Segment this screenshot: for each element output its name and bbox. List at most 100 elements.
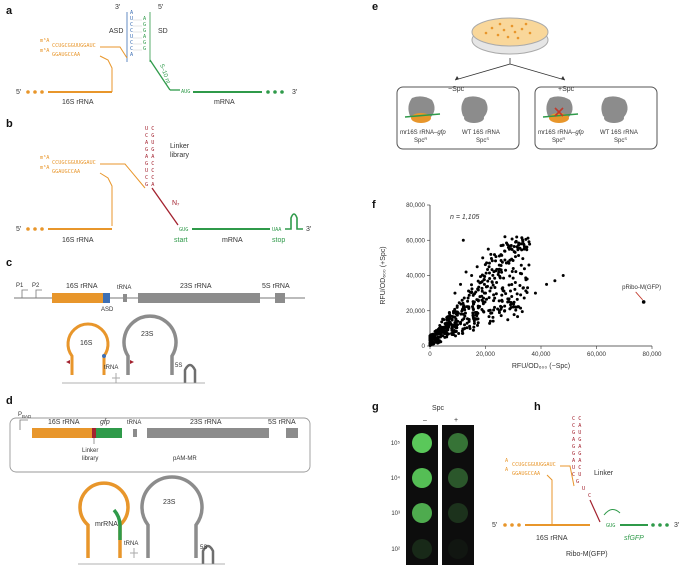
scatter-point	[488, 289, 492, 293]
scatter-point	[475, 314, 479, 318]
svg-text:A G: A G	[572, 437, 581, 443]
label-trna-c: tRNA	[117, 285, 131, 291]
scatter-point	[522, 296, 526, 300]
svg-text:A U: A U	[145, 140, 154, 146]
right-cell2-a: WT 16S rRNA	[600, 130, 638, 136]
scatter-point	[491, 315, 495, 319]
scatter-point	[487, 296, 491, 300]
scatter-point	[473, 311, 477, 315]
panel-h-label: h	[534, 401, 541, 413]
scatter-point	[482, 278, 486, 282]
scatter-point	[448, 320, 452, 324]
loop-16s	[66, 322, 110, 375]
scatter-point	[468, 324, 472, 328]
scatter-point	[508, 274, 512, 278]
plasmid-name: pAM-MR	[173, 456, 197, 462]
aug-codon: AUG	[181, 89, 190, 95]
scatter-point	[514, 270, 518, 274]
x-tick-label: 80,000	[643, 351, 662, 358]
linker-label-h: Linker	[594, 470, 614, 477]
scatter-point	[486, 247, 490, 251]
scatter-point	[461, 301, 465, 305]
panel-e: e −Spc +Spc mr16S rRNA–gfp SpcR WT 16S r…	[372, 1, 658, 150]
gene-trna-d	[133, 429, 137, 437]
scatter-point	[525, 277, 529, 281]
scatter-point	[506, 260, 510, 264]
scatter-point	[487, 261, 491, 265]
scatter-point	[452, 311, 456, 315]
scatter-point	[499, 268, 503, 272]
left-cell2-c: SpcS	[476, 136, 489, 144]
scatter-point	[445, 316, 449, 320]
scatter-point	[457, 332, 461, 336]
panel-b-label: b	[6, 118, 13, 130]
panel-c: c P1 P2 16S rRNA tRNA 23S rRNA 5S rRNA A…	[6, 257, 305, 384]
scatter-point	[459, 282, 463, 286]
spot-minus	[412, 468, 432, 488]
spc-minus: –	[423, 417, 427, 424]
scatter-point	[476, 298, 480, 302]
svg-text:A: A	[143, 34, 147, 40]
scatter-point	[527, 240, 531, 244]
loop-5s	[183, 363, 197, 383]
svg-text:U C: U C	[145, 168, 154, 174]
prime3-h: 3′	[674, 522, 680, 529]
scatter-point	[509, 247, 513, 251]
scatter-point	[520, 272, 524, 276]
scatter-point	[492, 299, 496, 303]
hairpin-bottom-b: GGAUGCCAA	[52, 169, 81, 175]
scatter-point	[500, 293, 504, 297]
scatter-point	[503, 249, 507, 253]
scatter-point	[522, 267, 526, 271]
scatter-point	[442, 318, 446, 322]
scatter-point	[494, 292, 498, 296]
rrna-5prime-a: 5′	[16, 89, 22, 96]
svg-text:G A: G A	[145, 182, 155, 188]
scatter-point	[463, 308, 467, 312]
left-cell1-c: SpcR	[414, 136, 427, 144]
label-16s-d: 16S rRNA	[48, 419, 80, 426]
scatter-point	[470, 287, 474, 291]
svg-text:G U: G U	[572, 430, 581, 436]
panel-h: h C CC A G UA G G AG G A AU C C UG UC Li…	[492, 401, 680, 558]
sd-sequence: AGG AGG	[143, 16, 147, 52]
scatter-point	[519, 263, 523, 267]
linker-sequence: U CC G A UG G A AG C U CC C G A	[145, 126, 155, 188]
scatter-point	[448, 313, 452, 317]
mrna-label-b: mRNA	[222, 237, 243, 244]
scatter-point	[502, 289, 506, 293]
scatter-point	[467, 319, 471, 323]
scatter-point	[510, 269, 514, 273]
n7-label: N₇	[172, 200, 180, 207]
scatter-point	[439, 333, 443, 337]
left-cell2-a: WT 16S rRNA	[462, 130, 500, 136]
scatter-point	[497, 299, 501, 303]
scatter-point	[497, 254, 501, 258]
scatter-point	[493, 296, 497, 300]
sfgfp-label: sfGFP	[624, 535, 644, 542]
y-tick-label: 60,000	[406, 237, 425, 244]
library-label-d: library	[82, 456, 98, 462]
scatter-point	[482, 282, 486, 286]
scatter-point	[509, 301, 513, 305]
scatter-point	[493, 305, 497, 309]
scatter-point	[447, 311, 451, 315]
scatter-point	[453, 307, 457, 311]
scatter-point	[471, 311, 475, 315]
scatter-point	[467, 293, 471, 297]
minus-spc-box	[396, 86, 520, 150]
scatter-point	[500, 298, 504, 302]
svg-text:G: G	[143, 28, 146, 34]
svg-text:A: A	[505, 458, 509, 464]
rrna-label-b: 16S rRNA	[62, 237, 94, 244]
svg-text:C: C	[130, 28, 133, 34]
scatter-point	[437, 340, 441, 344]
label-trna-d: tRNA	[127, 420, 141, 426]
loop-23s-d	[140, 475, 204, 558]
scatter-point	[472, 300, 476, 304]
spot-plus	[448, 503, 468, 523]
scatter-point	[524, 237, 528, 241]
